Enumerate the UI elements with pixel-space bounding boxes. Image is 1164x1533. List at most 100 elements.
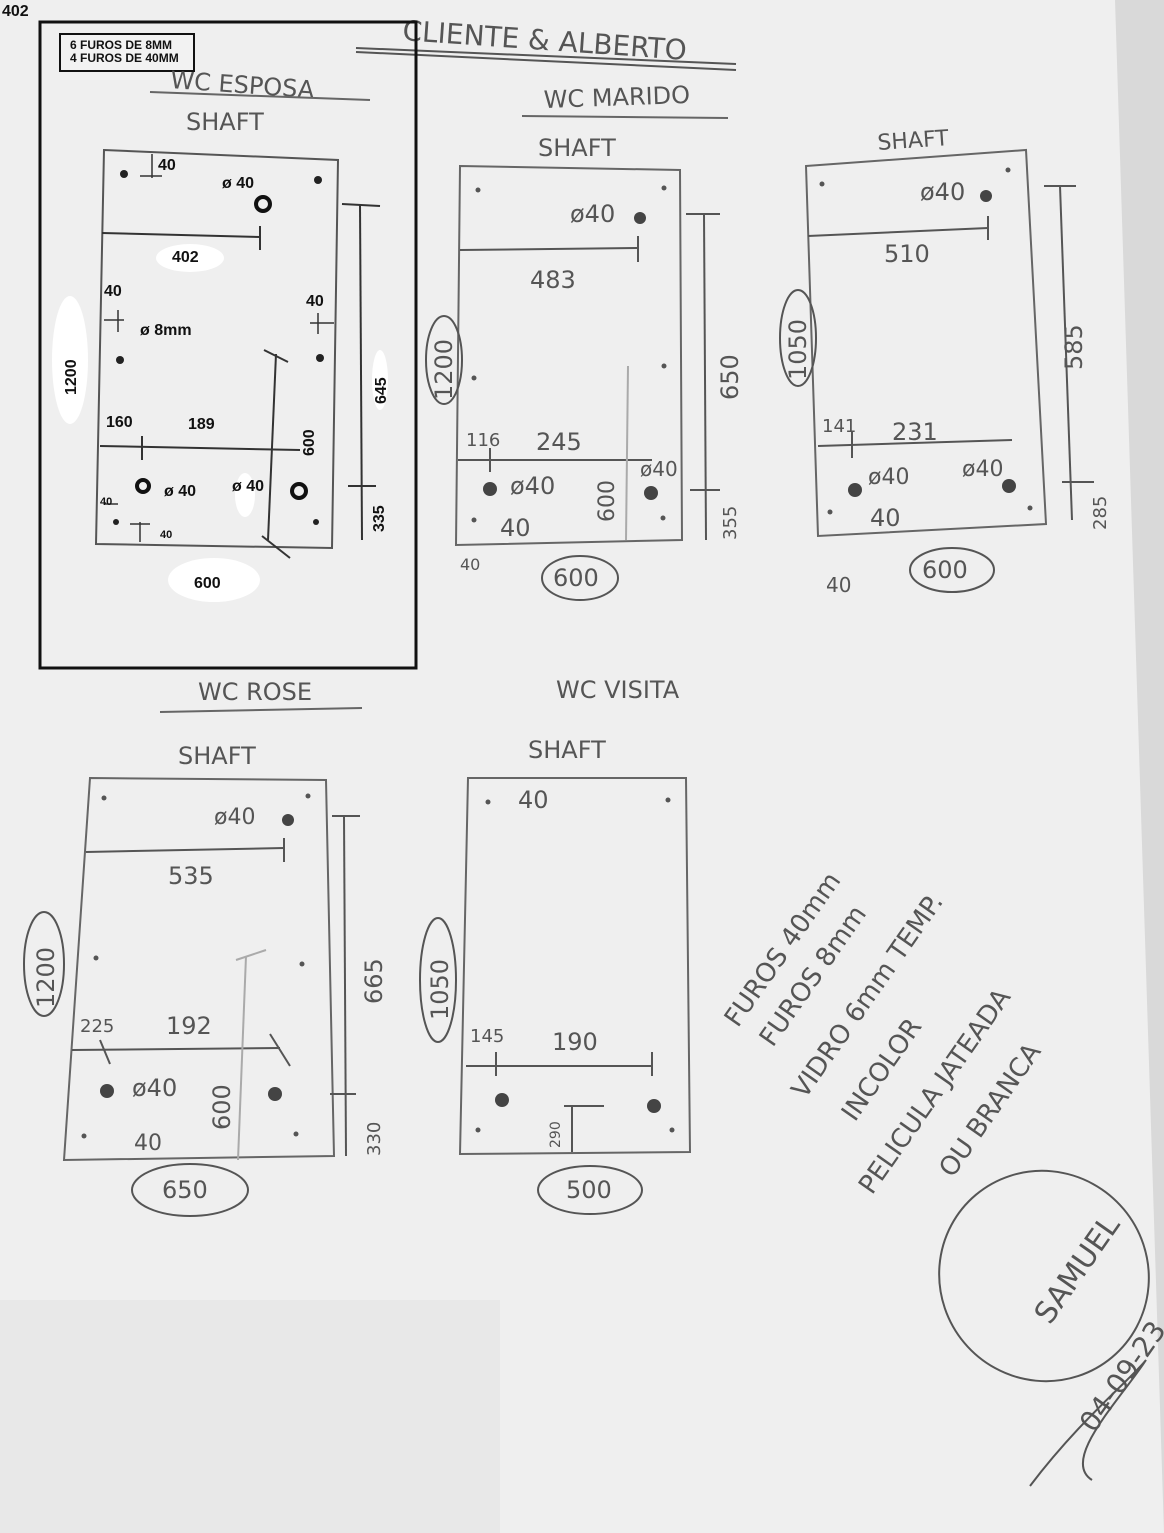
marido-label-1200: 1200 [430,339,458,400]
visita-panel-outline [458,777,692,1156]
rose-dim-600-tick [235,949,267,961]
esposa-hole-8mm-tl [120,170,128,178]
rose-small-hole-tr [305,793,311,799]
rose-width-oval [131,1163,249,1217]
marido-hole-br [644,486,658,500]
marido-label-hole-bl: ø40 [510,472,555,500]
third-label-510: 510 [884,240,930,268]
visita-label-290: 290 [548,1121,564,1148]
esposa-label-600: 600 [194,575,221,592]
rose-height-oval [23,911,65,1017]
esposa-dim-645-top-tick [341,203,381,207]
third-label-600-width: 600 [922,556,968,584]
esposa-hole-40mm-top [254,195,272,213]
rose-small-hole-bl [81,1133,87,1139]
esposa-dim-600-line [267,353,277,541]
esposa-hole-8mm-ml [116,356,124,364]
rose-small-hole-br [293,1131,299,1137]
third-hole-bl [848,483,862,497]
esposa-dim-600-bottom-tick [261,535,291,559]
esposa-hole-40mm-bl [135,478,151,494]
esposa-whiteout-402 [156,244,224,272]
third-small-hole-tl [819,181,825,187]
esposa-hole-8mm-mr [316,354,324,362]
marido-small-hole-mr [661,363,667,369]
rose-dim-192-line [71,1047,281,1051]
third-dim-231-line [817,439,1013,447]
signature-flourish [1029,1359,1147,1487]
esposa-label-402: 402 [172,249,199,266]
rose-label-665: 665 [360,958,388,1004]
esposa-whiteout-1200 [52,296,88,424]
marido-panel-outline [454,164,684,547]
esposa-subtitle: SHAFT [186,108,264,136]
third-dim-510-line [807,227,989,237]
esposa-label-1200: 1200 [63,359,80,395]
esposa-label-hole-top: ø 40 [222,175,254,192]
shadow-area [0,1300,500,1533]
marido-dim-650-line [703,213,707,541]
third-label-1050: 1050 [784,319,812,380]
marido-small-hole-tr [661,185,667,191]
third-label-231: 231 [892,418,938,446]
rose-label-535: 535 [168,862,214,890]
visita-label-1050: 1050 [426,959,454,1020]
third-label-hole-top: ø40 [920,178,965,206]
visita-hole-bl [495,1093,509,1107]
esposa-dim-402-line [101,232,261,238]
legend-line-1: 6 FUROS DE 8MM [70,38,172,52]
esposa-label-top-40: 40 [158,157,176,174]
panel-wc-rose: WC ROSE SHAFT ø40 535 1200 665 225 192 ø… [23,678,388,1217]
marido-small-hole-br [660,515,666,521]
visita-small-hole-tr [665,797,671,803]
marido-small-hole-bl [471,517,477,523]
esposa-title-underline [149,91,371,101]
visita-subtitle: SHAFT [528,736,606,764]
esposa-label-hole-bl: ø 40 [164,483,196,500]
visita-small-hole-br [669,1127,675,1133]
rose-dim-600-line [237,955,247,1161]
third-label-285: 285 [1090,496,1111,530]
marido-title: WC MARIDO [543,81,690,114]
panel-wc-marido: WC MARIDO SHAFT ø40 483 1200 650 116 245… [425,81,744,601]
third-label-hole-bl: ø40 [868,465,909,490]
esposa-label-left-40: 40 [104,283,122,300]
marido-dim-600-line [625,365,629,541]
rose-title: WC ROSE [198,678,312,706]
third-small-hole-br [1027,505,1033,511]
visita-hole-br [647,1099,661,1113]
esposa-label-40-bottom: 40 [160,529,172,541]
panel-wc-esposa: 6 FUROS DE 8MM 4 FUROS DE 40MM WC ESPOSA… [38,20,418,670]
esposa-label-600-vert: 600 [301,429,318,456]
rose-dim-192-tick [269,1033,291,1067]
marido-small-hole-tl [475,187,481,193]
rose-hole-bl [100,1084,114,1098]
rose-label-1200: 1200 [32,947,60,1008]
esposa-whiteout-hole [235,473,255,517]
third-small-hole-bl [827,509,833,515]
esposa-label-40-left-bottom: 40 [100,496,112,508]
rose-small-hole-tl [101,795,107,801]
visita-label-190: 190 [552,1028,598,1056]
visita-small-hole-bl [475,1127,481,1133]
third-small-hole-tr [1005,167,1011,173]
visita-small-hole-tl [485,799,491,805]
esposa-dim-645-line [359,203,363,541]
marido-title-underline [521,115,729,119]
esposa-label-hole-br: ø 40 [232,478,264,495]
esposa-whiteout-645 [372,350,388,410]
third-height-oval [779,289,817,387]
marido-label-355: 355 [720,506,741,540]
esposa-hole-8mm-bl [113,519,119,525]
rose-label-192: 192 [166,1012,212,1040]
marido-label-116: 116 [466,430,500,451]
corner-label: 402 [2,3,29,20]
rose-title-underline [159,707,363,713]
rose-label-hole-top: ø40 [214,805,255,830]
esposa-hole-8mm-br [313,519,319,525]
visita-title: WC VISITA [556,676,680,704]
third-hole-top [980,190,992,202]
third-label-40-bottom: 40 [870,504,901,532]
third-panel-outline [804,148,1048,538]
